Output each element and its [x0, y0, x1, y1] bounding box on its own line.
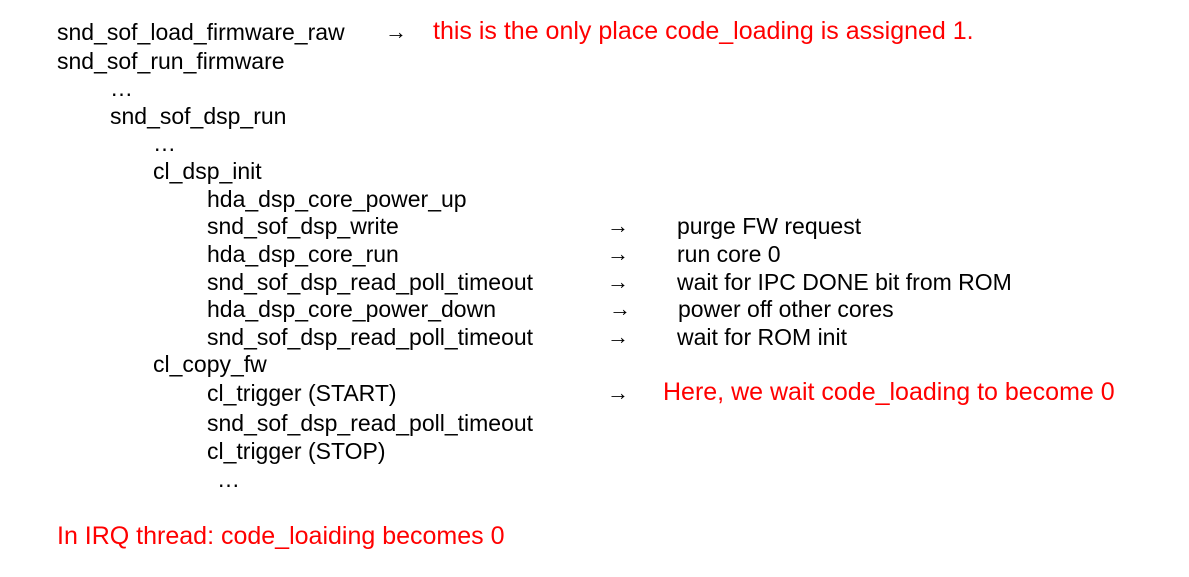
step-description: wait for IPC DONE bit from ROM	[677, 269, 1012, 295]
ellipsis: …	[110, 75, 133, 101]
call-step: snd_sof_dsp_read_poll_timeout	[207, 324, 534, 350]
arrow-icon: →	[385, 19, 407, 44]
call-load-firmware-raw: snd_sof_load_firmware_raw	[57, 19, 345, 45]
step-description: purge FW request	[677, 213, 862, 239]
step-description: run core 0	[677, 241, 781, 267]
note-code-loading-assigned: this is the only place code_loading is a…	[433, 17, 974, 45]
arrow-icon: →	[607, 241, 629, 266]
arrow-icon: →	[607, 380, 629, 405]
call-step: snd_sof_dsp_read_poll_timeout	[207, 269, 534, 295]
step-description: power off other cores	[678, 296, 894, 322]
arrow-icon: →	[607, 324, 629, 349]
ellipsis: …	[153, 130, 176, 156]
call-step: hda_dsp_core_power_up	[207, 186, 467, 212]
call-step: hda_dsp_core_run	[207, 241, 399, 267]
call-cl-copy-fw: cl_copy_fw	[153, 351, 267, 377]
arrow-icon: →	[607, 213, 629, 238]
call-step: hda_dsp_core_power_down	[207, 296, 496, 322]
call-dsp-run: snd_sof_dsp_run	[110, 103, 287, 129]
arrow-icon: →	[609, 296, 631, 321]
note-irq-thread: In IRQ thread: code_loaiding becomes 0	[57, 522, 505, 550]
note-wait-code-loading: Here, we wait code_loading to become 0	[663, 378, 1115, 406]
call-step: snd_sof_dsp_write	[207, 213, 399, 239]
step-description: wait for ROM init	[677, 324, 847, 350]
call-step: cl_trigger (START)	[207, 380, 397, 406]
ellipsis: …	[217, 466, 240, 492]
call-cl-dsp-init: cl_dsp_init	[153, 158, 262, 184]
arrow-icon: →	[607, 269, 629, 294]
call-step: cl_trigger (STOP)	[207, 438, 386, 464]
call-step: snd_sof_dsp_read_poll_timeout	[207, 410, 534, 436]
call-run-firmware: snd_sof_run_firmware	[57, 48, 285, 74]
